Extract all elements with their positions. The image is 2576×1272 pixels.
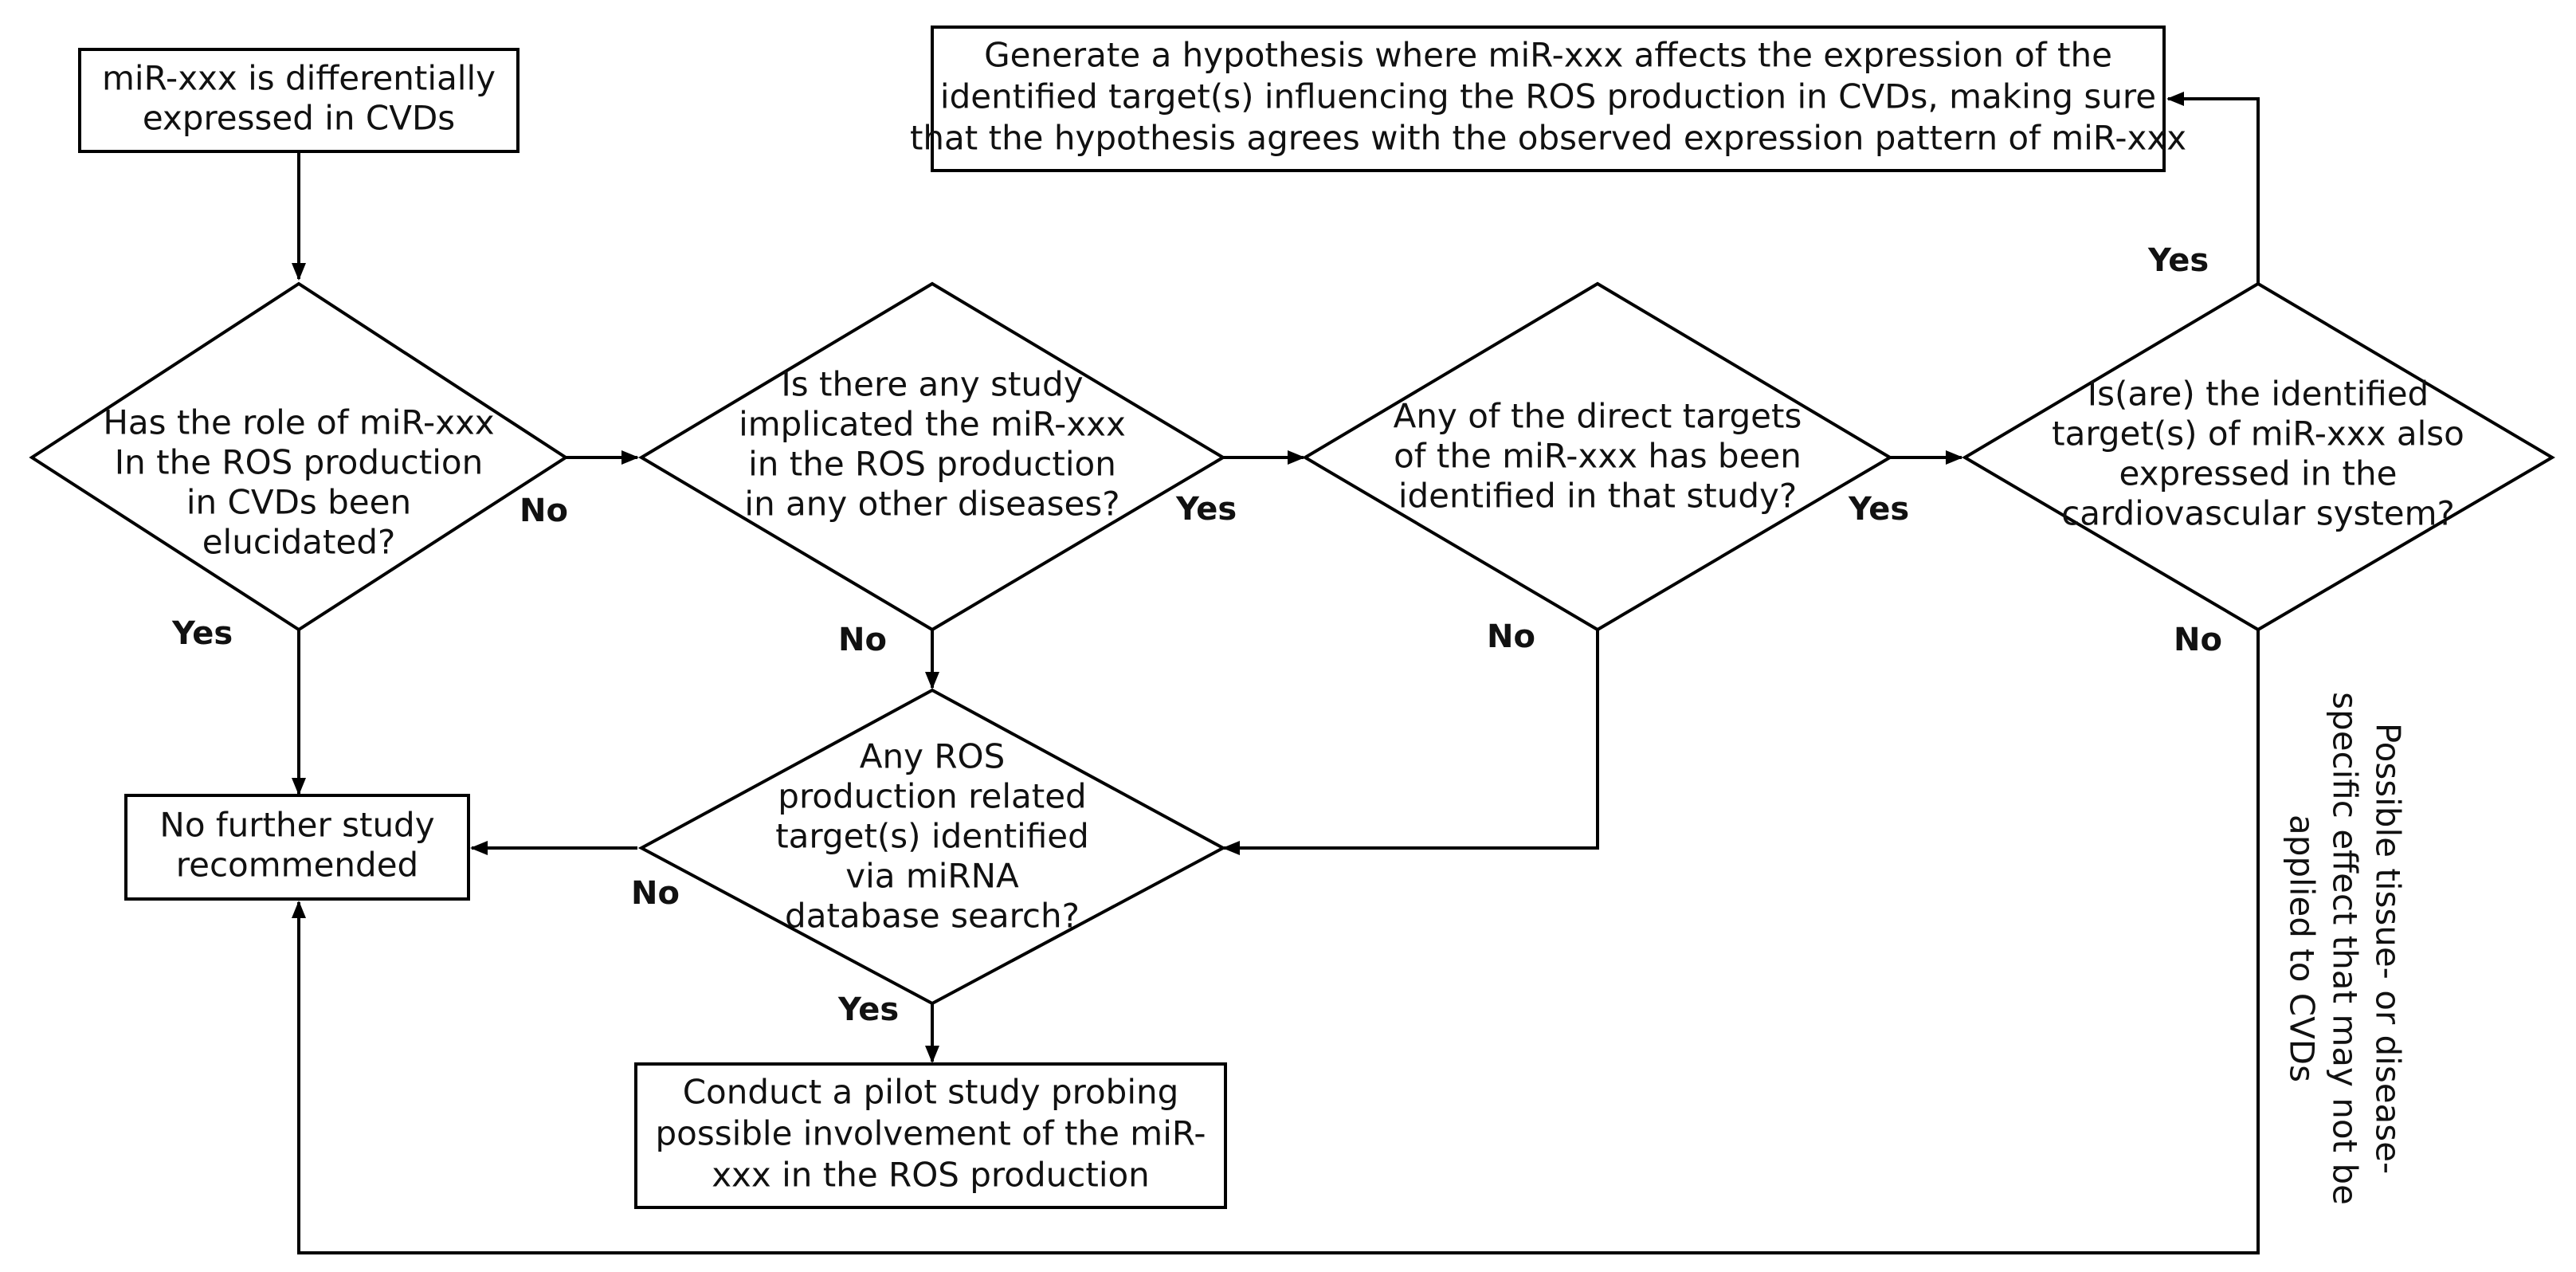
text-line: target(s) identified — [775, 817, 1089, 856]
edge-d4-to-hypothesis — [2166, 92, 2260, 284]
edge-d4-to-nofurther — [292, 630, 2260, 1254]
text-line: in any other diseases? — [744, 485, 1119, 524]
text-line: Is there any study — [781, 365, 1083, 404]
connectors — [292, 92, 2260, 1254]
text-line: possible involvement of the miR- — [655, 1114, 1206, 1153]
side-note-tissue-specific: Possible tissue- or disease-specific eff… — [2283, 692, 2408, 1205]
text-line: that the hypothesis agrees with the obse… — [910, 119, 2186, 158]
text-line: applied to CVDs — [2283, 815, 2322, 1082]
text-line: No further study — [159, 806, 434, 845]
text-line: target(s) of miR-xxx also — [2052, 414, 2464, 453]
text-line: expressed in CVDs — [143, 99, 455, 138]
node-hypothesis: Generate a hypothesis where miR-xxx affe… — [910, 26, 2186, 172]
text-line: xxx in the ROS production — [712, 1156, 1150, 1195]
text-line: Generate a hypothesis where miR-xxx affe… — [984, 36, 2112, 75]
label-d4-no: No — [2174, 622, 2222, 658]
text-line: elucidated? — [202, 523, 396, 562]
label-d3-yes: Yes — [1848, 491, 1909, 528]
text-line: Any of the direct targets — [1394, 397, 1802, 436]
text-line: database search? — [785, 897, 1080, 936]
text-line: production related — [778, 777, 1086, 816]
edge-d3-to-d5 — [1222, 630, 1599, 855]
node-hypothesis-text: Generate a hypothesis where miR-xxx affe… — [910, 36, 2186, 158]
edge-labels: No Yes Yes No Yes No Yes No No Yes — [171, 242, 2222, 1028]
text-line: identified target(s) influencing the ROS… — [940, 77, 2156, 116]
text-line: in the ROS production — [748, 445, 1116, 484]
label-d2-no: No — [838, 622, 887, 658]
text-line: via miRNA — [845, 857, 1019, 896]
text-line: specific effect that may not be — [2326, 692, 2365, 1205]
label-d1-no: No — [520, 493, 568, 529]
label-d3-no: No — [1487, 618, 1535, 655]
text-line: Is(are) the identified — [2088, 375, 2429, 414]
text-line: Conduct a pilot study probing — [683, 1073, 1179, 1112]
label-d2-yes: Yes — [1175, 491, 1237, 528]
text-line: miR-xxx is differentially — [102, 59, 496, 98]
text-line: identified in that study? — [1398, 477, 1797, 516]
text-line: Any ROS — [860, 737, 1005, 776]
text-line: Possible tissue- or disease- — [2369, 723, 2408, 1174]
text-line: cardiovascular system? — [2061, 494, 2455, 533]
label-d5-yes: Yes — [837, 991, 899, 1028]
text-line: implicated the miR-xxx — [739, 405, 1126, 444]
text-line: recommended — [176, 846, 418, 885]
label-d1-yes: Yes — [171, 615, 233, 652]
label-d4-yes: Yes — [2147, 242, 2209, 279]
text-line: Has the role of miR-xxx — [103, 403, 494, 442]
text-line: In the ROS production — [115, 443, 483, 482]
text-line: expressed in the — [2119, 454, 2398, 493]
text-line: in CVDs been — [186, 483, 411, 522]
text-line: of the miR-xxx has been — [1394, 437, 1802, 476]
label-d5-no: No — [631, 875, 680, 912]
